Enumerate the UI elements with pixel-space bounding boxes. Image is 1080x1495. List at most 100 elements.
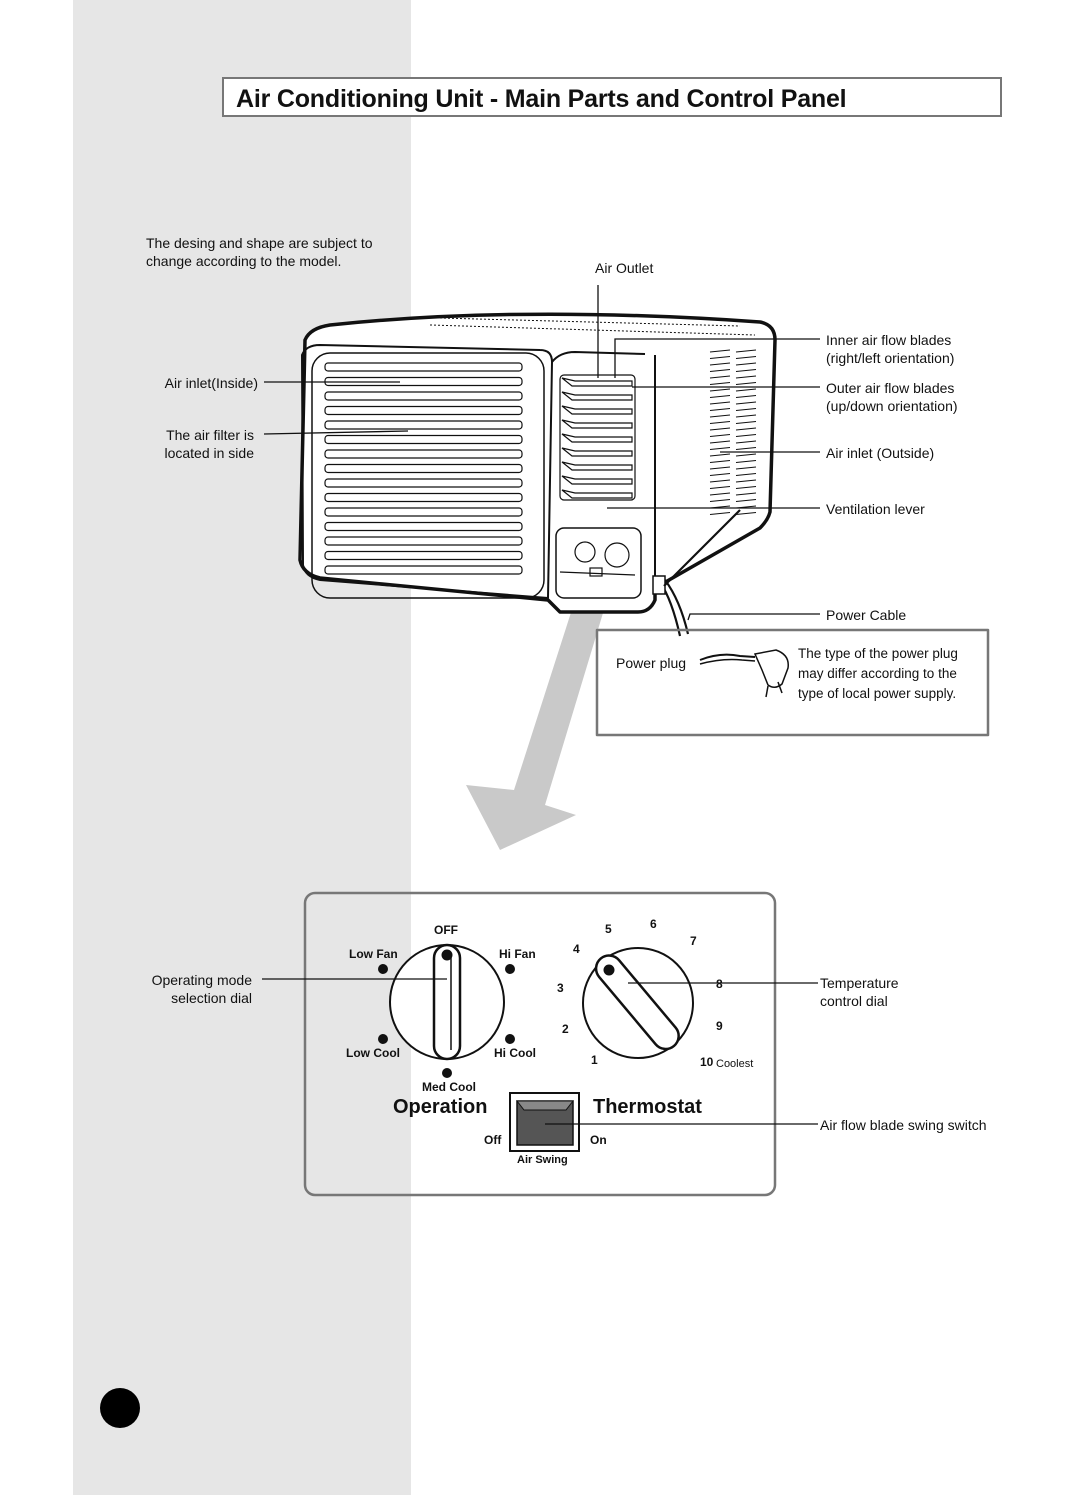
outlet-blade xyxy=(561,475,633,485)
outer-blades-label-line-1: Outer air flow blades xyxy=(826,380,955,396)
outlet-blade xyxy=(561,419,633,429)
side-vent-slot xyxy=(735,434,757,437)
operation-heading: Operation xyxy=(393,1096,488,1118)
side-vent-slot xyxy=(735,473,757,476)
air-swing-label: Air Swing xyxy=(517,1154,568,1166)
design-note-line-2: change according to the model. xyxy=(146,253,342,269)
plug-box xyxy=(595,628,990,737)
side-vent-slot xyxy=(709,349,731,353)
side-vent-slot xyxy=(735,349,757,353)
outer-blades-label-line-2: (up/down orientation) xyxy=(826,398,958,414)
mode-low-fan-label: Low Fan xyxy=(349,947,398,961)
title-box: Air Conditioning Unit - Main Parts and C… xyxy=(222,77,1002,117)
power-cable xyxy=(652,509,741,637)
side-vent-slot xyxy=(709,492,731,496)
temp-number-3: 3 xyxy=(557,981,564,995)
grille-slat xyxy=(324,420,523,430)
ventilation-lever-label: Ventilation lever xyxy=(826,501,925,517)
page-marker xyxy=(100,1388,140,1428)
side-vent-slot xyxy=(735,356,757,359)
side-vent-slot xyxy=(709,453,731,457)
temp-number-1: 1 xyxy=(591,1053,598,1067)
page-title: Air Conditioning Unit - Main Parts and C… xyxy=(236,85,847,113)
grille-slat xyxy=(324,492,523,503)
side-vent-slot xyxy=(709,440,731,444)
grille-slat xyxy=(324,478,523,488)
side-vent-slot xyxy=(709,460,731,463)
side-vent-slot xyxy=(735,421,757,424)
side-vent-slot xyxy=(735,395,757,398)
side-vent-slot xyxy=(735,460,757,463)
side-vent-slot xyxy=(735,479,757,483)
side-vent-slot xyxy=(735,453,757,457)
plug-note-line-2: may differ according to the xyxy=(798,666,957,681)
side-vent-slot xyxy=(709,362,731,366)
side-vent-slot xyxy=(709,427,731,431)
air-inlet-outside-label: Air inlet (Outside) xyxy=(826,445,935,461)
outlet-blade xyxy=(561,461,633,471)
side-vent-slot xyxy=(709,408,731,411)
side-vent-slot xyxy=(709,486,731,489)
plug-note-line-3: type of local power supply. xyxy=(798,686,957,701)
side-vent-slot xyxy=(735,512,757,515)
callout-arrow xyxy=(466,600,603,850)
air-outlet-label: Air Outlet xyxy=(595,260,654,276)
grille-slat xyxy=(324,507,523,517)
thermostat-heading: Thermostat xyxy=(593,1096,702,1118)
mode-low-cool-label: Low Cool xyxy=(346,1046,400,1060)
air-swing-switch xyxy=(509,1092,580,1152)
outlet-blade xyxy=(561,433,633,443)
front-grille-slats xyxy=(324,362,523,575)
side-vent-slot xyxy=(735,375,757,379)
mode-dial xyxy=(389,943,505,1061)
grille-slat xyxy=(324,521,523,532)
side-vent-slot xyxy=(709,499,731,502)
power-plug-illustration xyxy=(699,649,789,698)
mode-hi-fan-label: Hi Fan xyxy=(499,947,536,961)
temp-dial xyxy=(582,947,694,1059)
side-vent-slot xyxy=(735,440,757,444)
inner-blades-label-line-2: (right/left orientation) xyxy=(826,350,955,366)
side-vent-slot xyxy=(735,447,757,450)
side-vent-slot xyxy=(709,512,731,515)
grille-slat xyxy=(324,391,523,401)
mode-dial-label-line-2: selection dial xyxy=(171,990,252,1006)
side-vent-slot xyxy=(709,382,731,385)
side-vent-slot xyxy=(709,395,731,398)
temp-dial-label-line-2: control dial xyxy=(820,993,888,1009)
design-note-line-1: The desing and shape are subject to xyxy=(146,235,373,251)
side-vent-slot xyxy=(709,414,731,418)
temp-number-6: 6 xyxy=(650,917,657,931)
air-inlet-inside-label: Air inlet(Inside) xyxy=(164,375,258,391)
plug-note-line-1: The type of the power plug xyxy=(798,646,958,661)
side-vent-slot xyxy=(735,492,757,496)
side-vent-slot xyxy=(709,466,731,470)
side-vent-slot xyxy=(735,408,757,411)
mini-panel xyxy=(559,541,636,577)
side-vent-slot xyxy=(735,362,757,366)
leader-lines xyxy=(262,285,820,1125)
mode-position-dots xyxy=(378,964,515,1078)
switch-off-label: Off xyxy=(484,1133,502,1147)
grille-slat xyxy=(324,434,523,445)
side-vent-slot xyxy=(709,375,731,379)
air-filter-label-line-1: The air filter is xyxy=(166,427,254,443)
temp-number-10: 10 xyxy=(700,1055,714,1069)
swing-switch-label: Air flow blade swing switch xyxy=(820,1117,987,1133)
control-panel-box xyxy=(303,891,777,1197)
side-vent-slot xyxy=(735,499,757,502)
side-vent-slot xyxy=(709,388,731,392)
mode-dial-label-line-1: Operating mode xyxy=(151,972,252,988)
temp-number-5: 5 xyxy=(605,922,612,936)
side-vents xyxy=(709,349,757,515)
outlet-blade xyxy=(561,377,633,387)
side-vent-slot xyxy=(735,388,757,392)
side-vent-slot xyxy=(735,369,757,372)
side-vent-slot xyxy=(709,434,731,437)
grille-slat xyxy=(324,449,523,459)
side-vent-slot xyxy=(735,466,757,470)
side-vent-slot xyxy=(735,414,757,418)
outlet-blade xyxy=(561,391,633,401)
inner-blades-label-line-1: Inner air flow blades xyxy=(826,332,952,348)
